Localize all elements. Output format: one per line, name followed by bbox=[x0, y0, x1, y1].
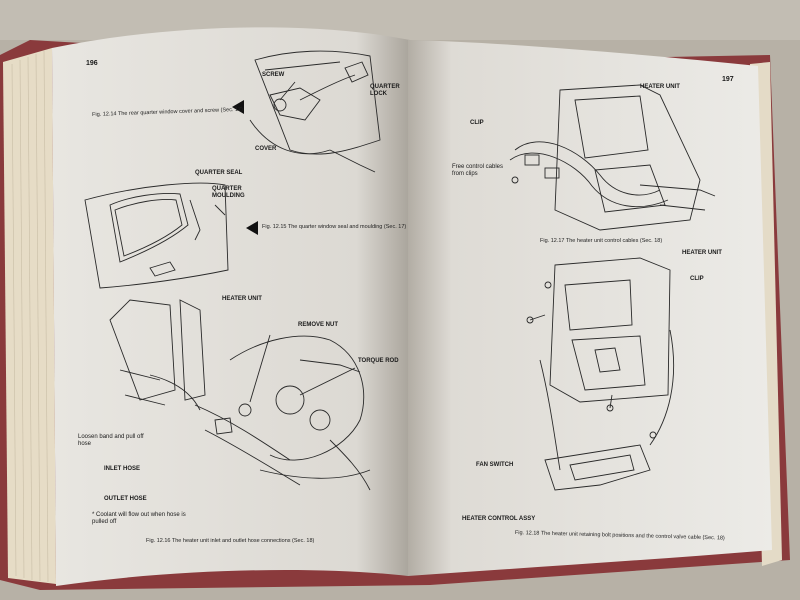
callout-quarter-moulding: QUARTER MOULDING bbox=[212, 186, 245, 199]
callout-heater-unit: HEATER UNIT bbox=[222, 296, 262, 302]
left-page-number: 196 bbox=[86, 60, 98, 67]
fig-12-16-drawing bbox=[109, 299, 371, 491]
callout-clip-2: CLIP bbox=[690, 276, 704, 282]
arrow-icon bbox=[232, 100, 244, 114]
callout-heater-control-assy: HEATER CONTROL ASSY bbox=[462, 516, 536, 522]
fig-12-15-caption: Fig. 12.15 The quarter window seal and m… bbox=[262, 224, 407, 230]
fig-12-15-drawing bbox=[84, 182, 229, 289]
callout-heater-unit-3: HEATER UNIT bbox=[682, 250, 722, 256]
callout-quarter-lock: QUARTER LOCK bbox=[370, 84, 400, 97]
note-coolant: * Coolant will flow out when hose is pul… bbox=[92, 512, 186, 525]
left-page bbox=[52, 27, 410, 587]
fig-12-18-drawing bbox=[526, 257, 675, 491]
callout-heater-unit-2: HEATER UNIT bbox=[640, 84, 680, 90]
note-free-cables: Free control cables from clips bbox=[452, 164, 504, 177]
arrow-icon-2 bbox=[246, 221, 258, 235]
callout-cover: COVER bbox=[255, 146, 277, 152]
note-loosen-band: Loosen band and pull off hose bbox=[78, 434, 144, 447]
callout-quarter-seal: QUARTER SEAL bbox=[195, 170, 243, 176]
fig-12-16-caption: Fig. 12.16 The heater unit inlet and out… bbox=[146, 538, 315, 544]
callout-outlet-hose: OUTLET HOSE bbox=[104, 496, 147, 502]
callout-fan-switch: FAN SWITCH bbox=[476, 462, 514, 468]
fig-12-17-caption: Fig. 12.17 The heater unit control cable… bbox=[540, 238, 663, 244]
callout-clip: CLIP bbox=[470, 120, 484, 126]
callout-torque-rod: TORQUE ROD bbox=[358, 358, 399, 364]
callout-remove-nut: REMOVE NUT bbox=[298, 322, 339, 328]
fig-12-17-drawing bbox=[509, 84, 716, 231]
left-page-edges bbox=[3, 48, 56, 584]
right-page bbox=[408, 40, 772, 576]
right-page-number: 197 bbox=[722, 76, 734, 83]
fig-12-14-drawing bbox=[249, 50, 381, 173]
callout-screw: SCREW bbox=[262, 72, 285, 78]
callout-inlet-hose: INLET HOSE bbox=[104, 466, 141, 472]
